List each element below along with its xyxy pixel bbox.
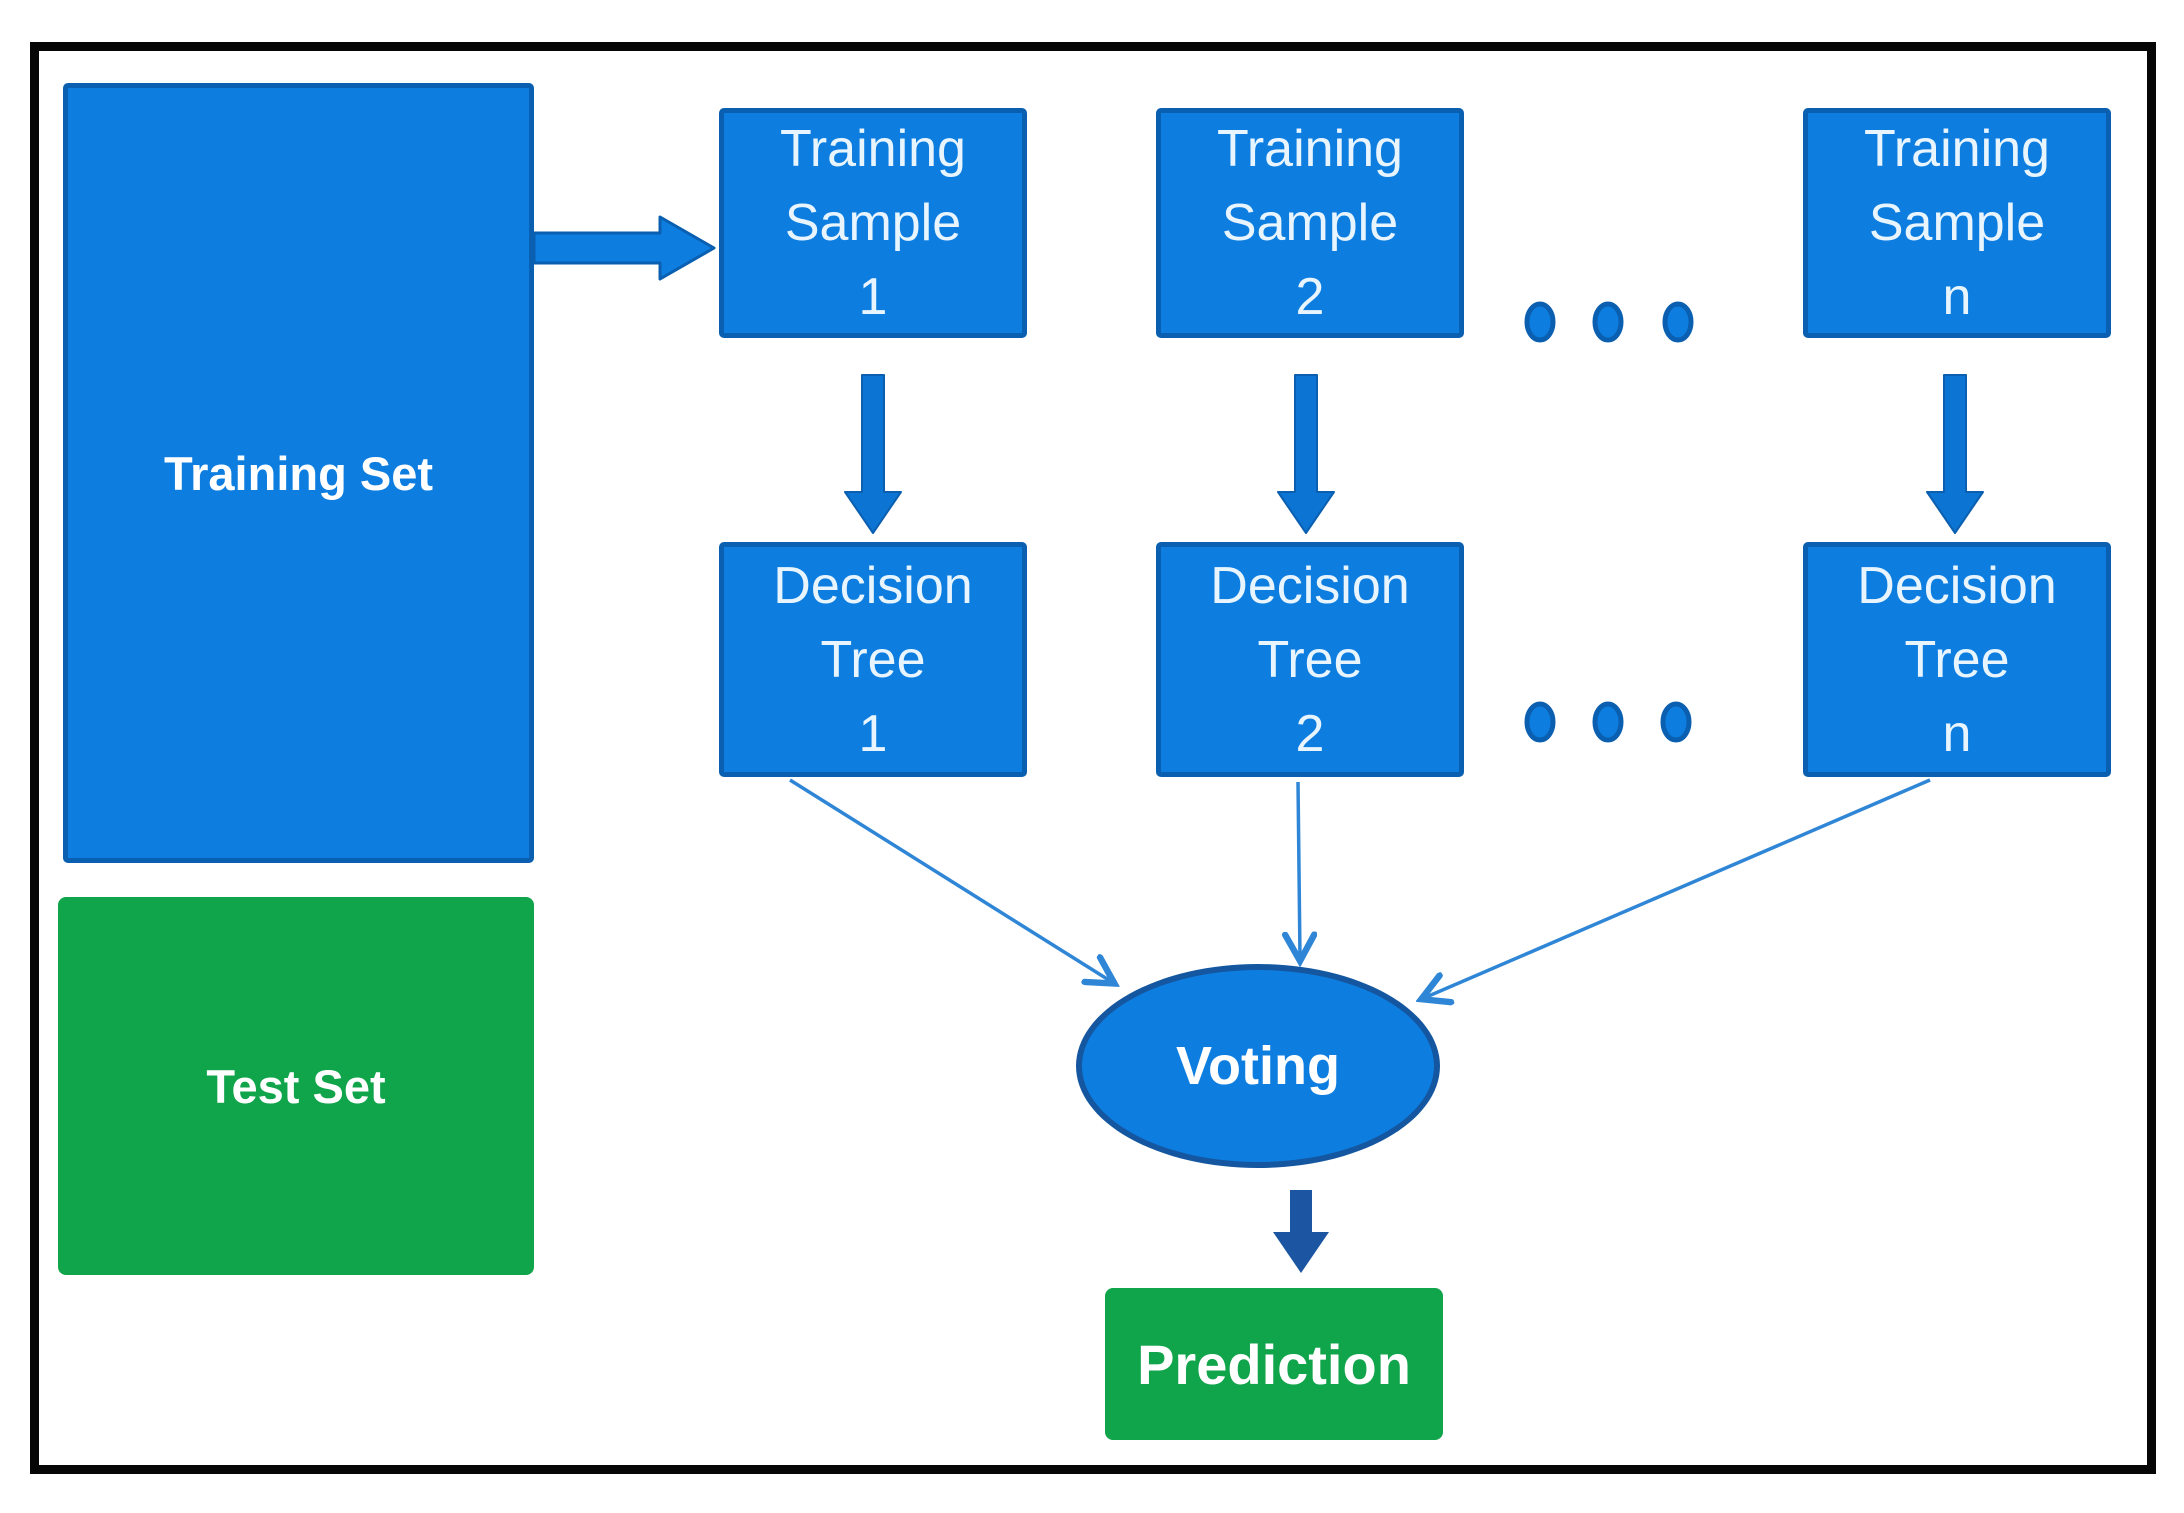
training-sample-n-box: Training Sample n [1803,108,2111,338]
training-sample-2-box: Training Sample 2 [1156,108,1464,338]
decision-tree-2-box: Decision Tree 2 [1156,542,1464,777]
decision-tree-2-line3: 2 [1295,704,1325,763]
training-sample-1-box: Training Sample 1 [719,108,1027,338]
training-sample-1-line2: Sample [784,194,962,252]
decision-tree-2-line2: Tree [1257,630,1363,689]
training-sample-n-line1: Training [1864,120,2050,178]
voting-ellipse: Voting [1076,964,1440,1168]
voting-label: Voting [1176,1036,1340,1096]
training-set-label: Training Set [164,446,433,500]
training-sample-n-line2: Sample [1868,194,2046,252]
training-sample-2-line1: Training [1217,120,1403,178]
training-sample-2-line3: 2 [1295,268,1325,326]
training-sample-1-line1: Training [780,120,966,178]
test-set-box: Test Set [58,897,534,1275]
decision-tree-n-box: Decision Tree n [1803,542,2111,777]
decision-tree-n-line2: Tree [1904,630,2010,689]
decision-tree-n-line3: n [1942,704,1972,763]
decision-tree-2-line1: Decision [1210,556,1410,615]
decision-tree-n-line1: Decision [1857,556,2057,615]
decision-tree-1-box: Decision Tree 1 [719,542,1027,777]
decision-tree-1-line1: Decision [773,556,973,615]
prediction-label: Prediction [1137,1332,1411,1396]
training-sample-n-line3: n [1942,268,1972,326]
training-sample-2-line2: Sample [1221,194,1399,252]
test-set-label: Test Set [206,1059,386,1113]
outer-border-frame [30,42,2156,1474]
training-set-box: Training Set [63,83,534,863]
training-sample-1-line3: 1 [858,268,888,326]
decision-tree-1-line2: Tree [820,630,926,689]
prediction-box: Prediction [1105,1288,1443,1440]
decision-tree-1-line3: 1 [858,704,888,763]
